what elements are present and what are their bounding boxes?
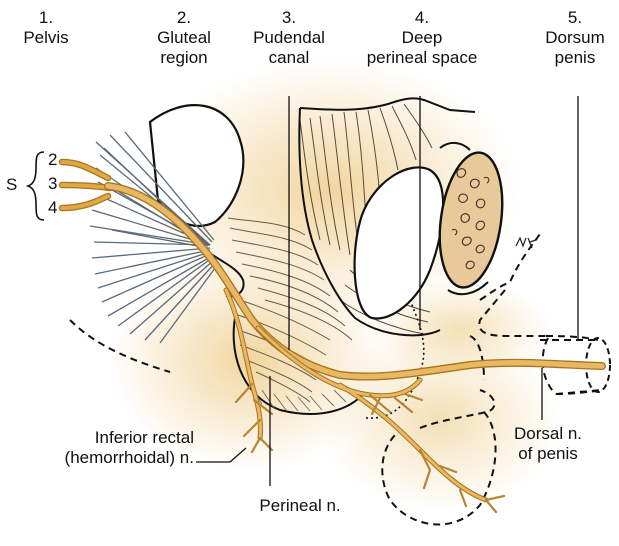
sacral-letter: S xyxy=(6,175,17,195)
region-5-name: Dorsum xyxy=(545,28,605,48)
region-4-name: Deep xyxy=(367,28,478,48)
sacral-nerve-roots xyxy=(62,162,110,208)
dorsal-nerve-line2: of penis xyxy=(514,444,582,464)
sacral-root-2: 2 xyxy=(48,150,57,170)
sacral-root-4: 4 xyxy=(48,198,57,218)
region-5-label: 5. Dorsum penis xyxy=(545,8,605,68)
region-1-number: 1. xyxy=(23,8,68,28)
sacral-root-3: 3 xyxy=(48,174,57,194)
region-3-label: 3. Pudendal canal xyxy=(253,8,325,68)
dorsal-nerve-line1: Dorsal n. xyxy=(514,424,582,444)
region-2-number: 2. xyxy=(157,8,211,28)
region-5-number: 5. xyxy=(545,8,605,28)
region-5-name-line2: penis xyxy=(545,48,605,68)
region-2-name: Gluteal xyxy=(157,28,211,48)
region-3-name: Pudendal xyxy=(253,28,325,48)
perineal-nerve-label: Perineal n. xyxy=(259,496,340,516)
region-4-number: 4. xyxy=(367,8,478,28)
inferior-rectal-nerve-line1: Inferior rectal xyxy=(65,428,194,448)
sacral-brace xyxy=(28,152,44,220)
region-3-number: 3. xyxy=(253,8,325,28)
region-4-name-line2: perineal space xyxy=(367,48,478,68)
region-2-name-line2: region xyxy=(157,48,211,68)
dorsal-nerve-label: Dorsal n. of penis xyxy=(514,424,582,464)
inferior-rectal-nerve-line2: (hemorrhoidal) n. xyxy=(65,448,194,468)
artist-signature xyxy=(516,238,536,248)
inferior-rectal-nerve-label: Inferior rectal (hemorrhoidal) n. xyxy=(65,428,194,468)
region-3-name-line2: canal xyxy=(253,48,325,68)
region-4-label: 4. Deep perineal space xyxy=(367,8,478,68)
region-1-name: Pelvis xyxy=(23,28,68,48)
region-1-label: 1. Pelvis xyxy=(23,8,68,48)
region-2-label: 2. Gluteal region xyxy=(157,8,211,68)
